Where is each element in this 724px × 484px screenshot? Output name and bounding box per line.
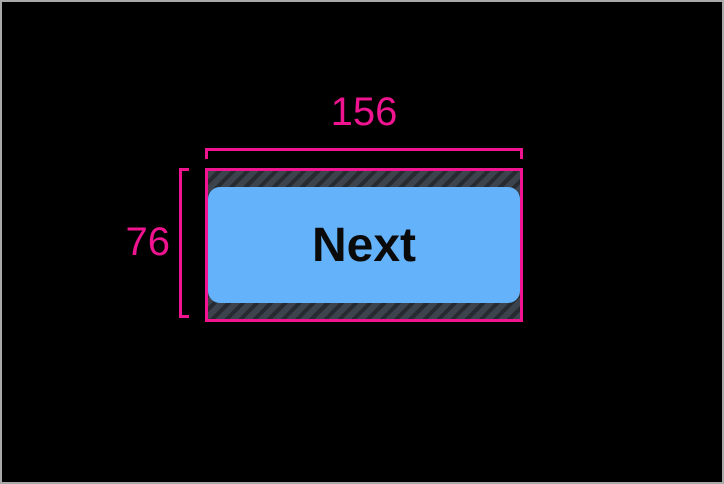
- width-dimension-label: 156: [330, 90, 398, 134]
- next-button-label: Next: [311, 218, 417, 272]
- height-dimension-bracket: [179, 168, 189, 318]
- height-dimension-label: 76: [125, 220, 171, 264]
- next-button[interactable]: Next: [208, 187, 520, 303]
- component-bounds: Next: [205, 168, 523, 322]
- width-dimension-bracket: [205, 148, 523, 159]
